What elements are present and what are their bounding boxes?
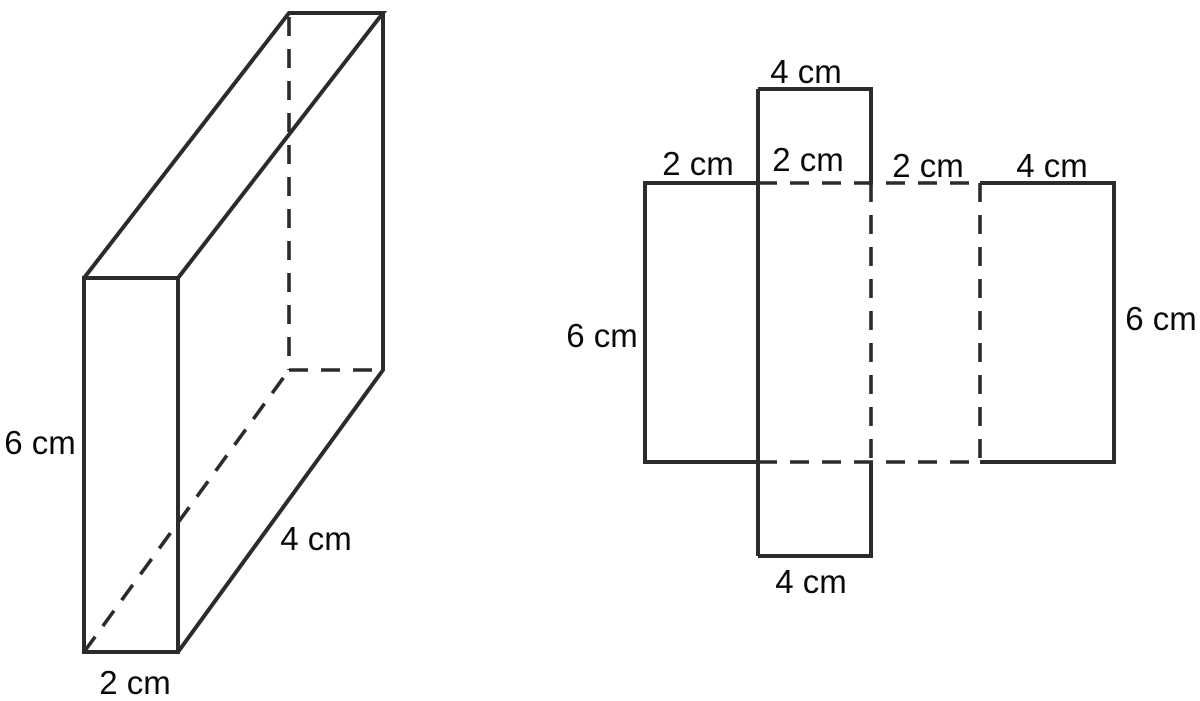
prism-depth-label: 2 cm: [99, 664, 171, 701]
net-top-flap-width-label: 4 cm: [770, 53, 842, 90]
prism-right-face-edges: [176, 13, 385, 654]
net-middle-gap-width-label: 2 cm: [892, 147, 964, 184]
prism-front-face: [82, 276, 180, 654]
net-back-face-outline: [980, 181, 1116, 464]
prism-length-label: 4 cm: [280, 520, 352, 557]
net-top-flap-outline: [758, 87, 873, 183]
net-bottom-flap-outline: [758, 462, 873, 558]
net-left-face-outline: [643, 181, 758, 464]
net-left-face-width-label: 2 cm: [662, 145, 734, 182]
net-back-face-width-label: 4 cm: [1016, 147, 1088, 184]
net-bottom-flap-width-label: 4 cm: [775, 563, 847, 600]
prism-top-face: [82, 11, 388, 280]
prism-3d-figure: 6 cm 2 cm 4 cm: [4, 11, 388, 701]
prism-height-label: 6 cm: [4, 424, 76, 461]
prism-net-figure: 4 cm 2 cm 2 cm 2 cm 4 cm 6 cm 6 cm 4 cm: [566, 53, 1197, 600]
net-left-face-height-label: 6 cm: [566, 317, 638, 354]
net-top-flap-depth-label: 2 cm: [772, 141, 844, 178]
net-back-face-height-label: 6 cm: [1125, 300, 1197, 337]
prism-hidden-bottom-left-depth-edge: [82, 368, 291, 654]
